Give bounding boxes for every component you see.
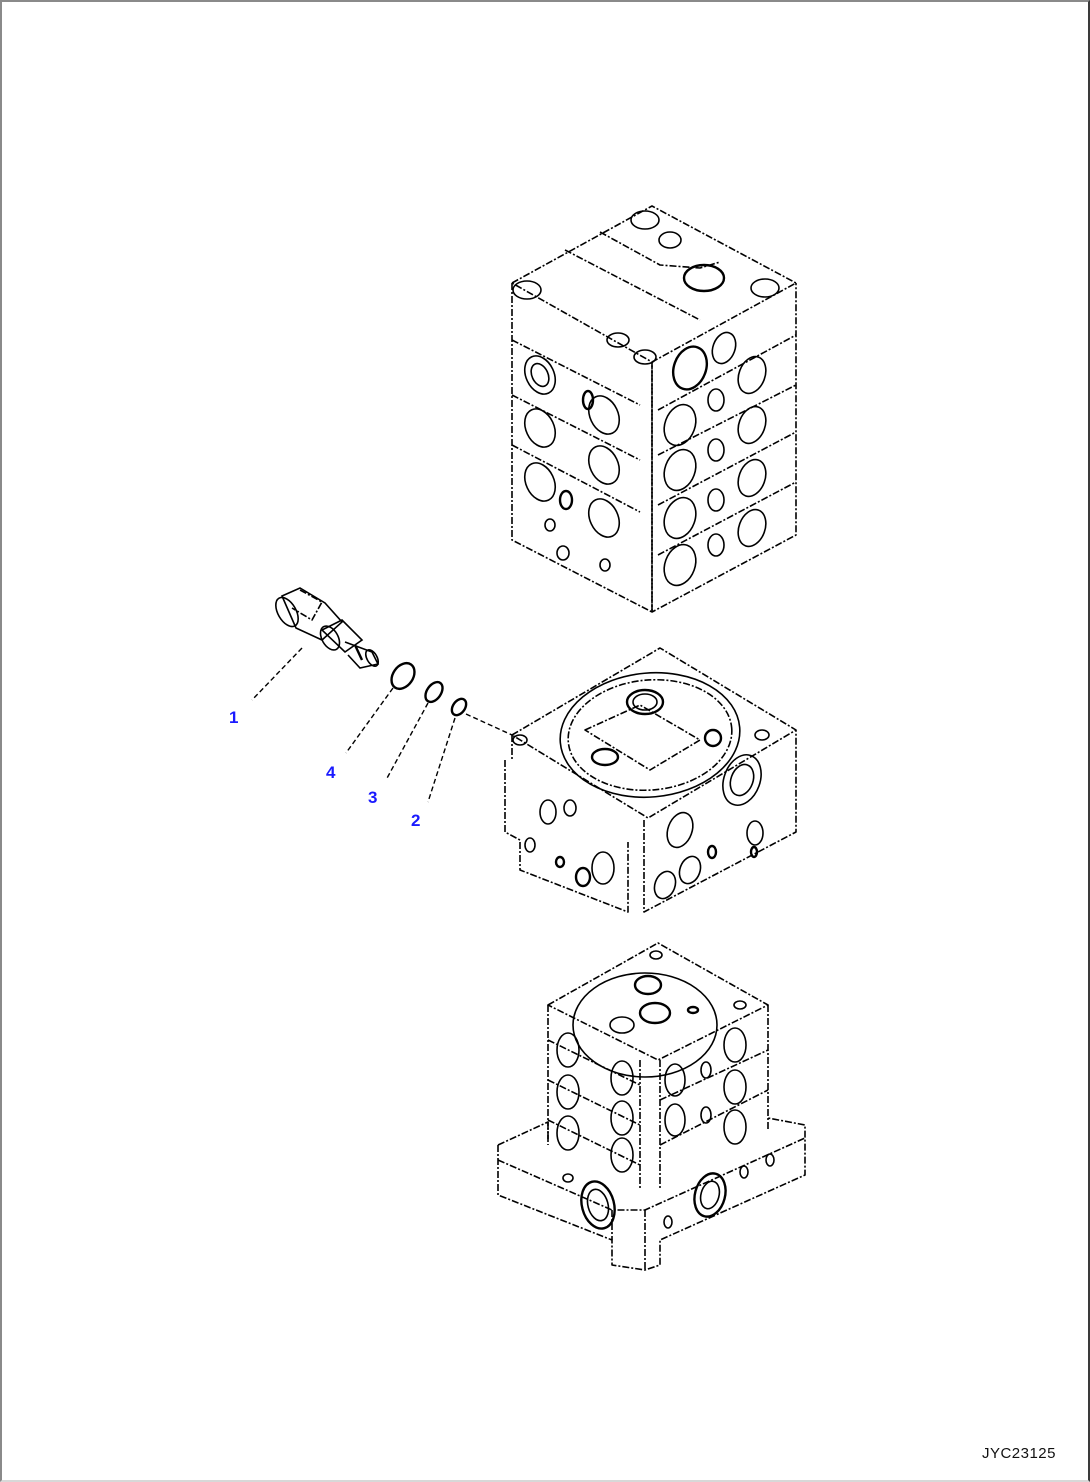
relief-valve — [275, 587, 380, 669]
leader-lines — [251, 647, 513, 803]
o-ring-large — [390, 661, 416, 691]
middle-valve-section — [504, 647, 797, 913]
o-ring-medium — [424, 680, 444, 704]
leader-line-2 — [427, 717, 456, 803]
o-ring-small — [450, 697, 468, 717]
callout-4[interactable]: 4 — [326, 763, 336, 782]
leader-line-1 — [251, 647, 303, 701]
callout-3[interactable]: 3 — [368, 788, 378, 807]
callout-2[interactable]: 2 — [411, 811, 421, 830]
o-rings — [390, 661, 468, 717]
callout-1[interactable]: 1 — [229, 708, 239, 727]
leader-line-3 — [385, 702, 429, 781]
upper-valve-section — [511, 205, 797, 613]
leader-line-assembly — [465, 713, 513, 736]
drawing-code: JYC23125 — [981, 1445, 1056, 1462]
leader-line-4 — [345, 687, 394, 754]
lower-valve-section — [497, 942, 806, 1271]
